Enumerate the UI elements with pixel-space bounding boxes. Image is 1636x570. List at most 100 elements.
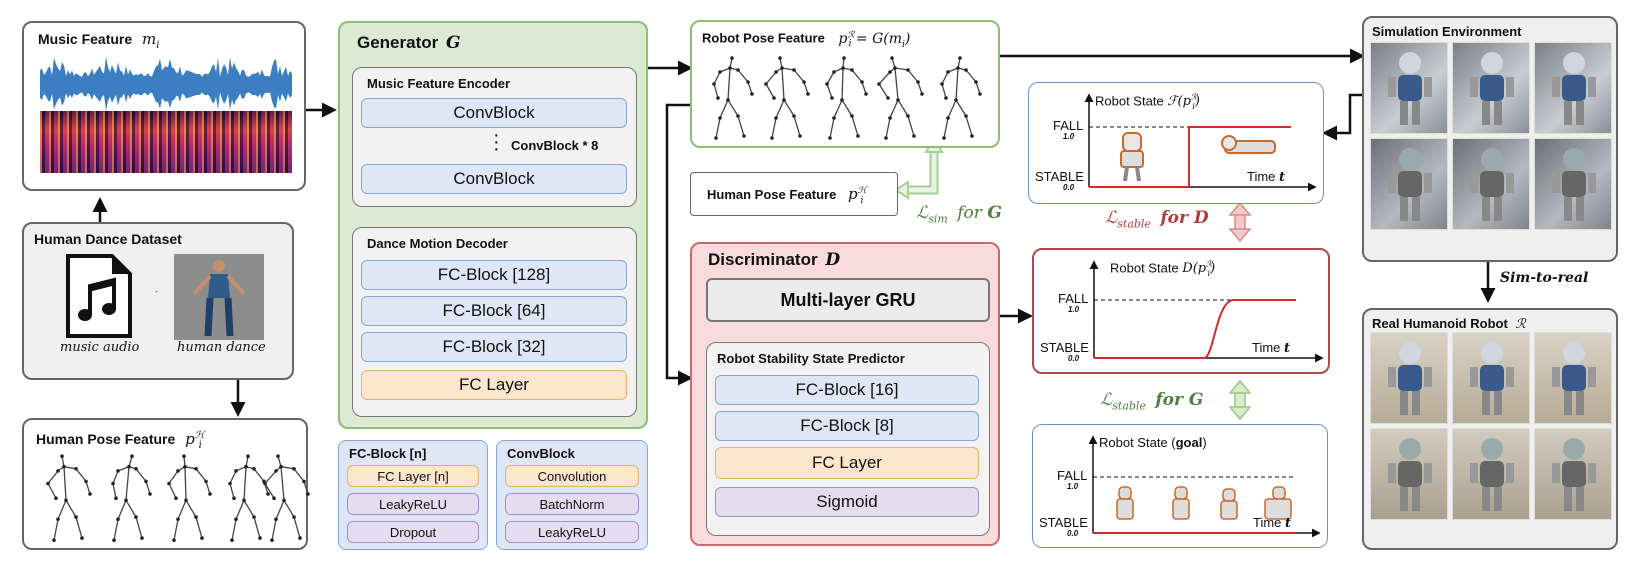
nao-robot-standing-icon: [1120, 132, 1144, 182]
human-figure-icon: [192, 260, 246, 337]
p3-time-text: Time: [1253, 515, 1282, 530]
robot-stability-predictor: Robot Stability State Predictor FC-Block…: [706, 342, 990, 536]
legend-conv-block: ConvBlock Convolution BatchNorm LeakyReL…: [496, 440, 648, 550]
human-pose-mid-panel: Human Pose Feature pℋi: [690, 172, 898, 216]
p3-t: t: [1285, 516, 1292, 531]
plot1-fall-val: 1.0: [1063, 132, 1075, 141]
music-sym: m: [142, 30, 157, 48]
simulation-title: Simulation Environment: [1372, 24, 1522, 39]
rp-eq: p: [838, 30, 848, 47]
stick-figure-icon: [167, 454, 212, 542]
p2-close: ): [1210, 261, 1216, 277]
sim-to-real-label: Sim-to-real: [1500, 270, 1589, 286]
robot-state-plot-disc: Robot State D(pℛi) FALL 1.0 STABLE 0.0 T…: [1032, 248, 1330, 374]
p3-close: ): [1202, 435, 1207, 450]
discriminator-symbol: D: [825, 250, 841, 270]
plot2-fall-val: 1.0: [1068, 305, 1080, 314]
lsg-sym: ℒ: [1100, 390, 1113, 410]
stick-figure-icon: [825, 56, 868, 140]
fc-block-8: FC-Block [8]: [715, 411, 979, 441]
music-audio-caption: music audio: [60, 340, 140, 355]
hp-bottom-sym: p: [185, 430, 195, 448]
generator-panel: Generator G Music Feature Encoder ConvBl…: [338, 21, 648, 429]
robot-icon: [1552, 148, 1596, 221]
robot-photo: [1370, 42, 1448, 134]
conv-repeat-label: ConvBlock * 8: [511, 138, 599, 153]
vertical-ellipsis-icon: ···: [493, 124, 500, 160]
p1-title-text: Robot State: [1095, 93, 1164, 109]
p3-goal: goal: [1175, 435, 1203, 450]
plot2-title: Robot State D(pℛi): [1110, 260, 1215, 278]
generator-symbol: G: [445, 33, 461, 53]
plot2-time: Time t: [1252, 340, 1290, 356]
loss-sim-sym: ℒ: [916, 203, 929, 223]
rp-sub: i: [848, 39, 852, 50]
legend-fc-title: FC-Block [n]: [349, 446, 427, 461]
robot-photo: [1452, 428, 1530, 520]
p2-sym: D(p: [1182, 261, 1207, 277]
conv-block-1: ConvBlock: [361, 98, 627, 128]
plot3-title: Robot State (goal): [1099, 435, 1207, 450]
encoder-title: Music Feature Encoder: [367, 76, 511, 91]
robot-icon: [1388, 148, 1432, 221]
robot-icon: [1470, 148, 1514, 221]
nao-robot-fallen-icon: [1221, 135, 1276, 154]
rp-rhs-sub: i: [902, 39, 905, 50]
music-feature-label: Music Feature: [38, 31, 133, 47]
stick-figure-icon: [228, 454, 270, 542]
robot-photo: [1534, 138, 1612, 230]
p1-sym-wrap: ℱ(pℛi): [1167, 93, 1200, 111]
robot-photo: [1452, 332, 1530, 424]
human-pose-bottom-panel: Human Pose Feature pℋi: [22, 418, 310, 550]
lsd-for: for: [1160, 208, 1188, 228]
fc-block-128: FC-Block [128]: [361, 260, 627, 290]
plot1-fall: FALL: [1053, 118, 1084, 133]
stick-figure-icon: [111, 454, 152, 542]
lsd-sub: stable: [1117, 217, 1151, 231]
legend-fc-item-1: LeakyReLU: [347, 493, 479, 515]
plot1-time: Time t: [1247, 169, 1285, 185]
plot3-axes: [1088, 435, 1321, 538]
robot-icon: [1552, 342, 1596, 415]
rp-rhs-end: ): [904, 30, 911, 47]
real-robot-title: Real Humanoid Robot ℛ: [1372, 316, 1526, 332]
stick-figure-icon: [940, 56, 982, 140]
predictor-title: Robot Stability State Predictor: [717, 351, 905, 366]
dance-motion-decoder: Dance Motion Decoder FC-Block [128] FC-B…: [352, 227, 637, 417]
legend-conv-item-1: BatchNorm: [505, 493, 639, 515]
music-feature-encoder: Music Feature Encoder ConvBlock ··· Conv…: [352, 67, 637, 207]
human-pose-skeletons: [46, 454, 310, 542]
human-pose-bottom-title: Human Pose Feature pℋi: [36, 430, 205, 451]
human-pose-mid-symbol: pℋi: [848, 185, 867, 206]
hp-bottom-sup: ℋ: [194, 430, 205, 441]
legend-fc-block: FC-Block [n] FC Layer [n] LeakyReLU Drop…: [338, 440, 488, 550]
p2-sup: ℛ: [1206, 260, 1213, 269]
p2-sym-wrap: D(pℛi): [1182, 260, 1216, 278]
robot-photo: [1370, 138, 1448, 230]
p1-time-text: Time: [1247, 169, 1276, 184]
robot-photo: [1534, 42, 1612, 134]
robot-icon: [1470, 342, 1514, 415]
hpm-sup: ℋ: [857, 186, 867, 196]
waveform-image: [40, 56, 292, 111]
loss-sim-label: ℒsim for G: [916, 203, 1002, 225]
robot-photo: [1370, 428, 1448, 520]
fc-block-16: FC-Block [16]: [715, 375, 979, 405]
robot-pose-equation: pℛi = G(mi): [838, 30, 911, 50]
p2-time-text: Time: [1252, 340, 1281, 355]
real-robot-symbol: ℛ: [1515, 317, 1526, 332]
plot2-fall: FALL: [1058, 291, 1089, 306]
real-humanoid-robot-panel: Real Humanoid Robot ℛ: [1362, 308, 1618, 550]
stick-figure-icon: [712, 56, 754, 140]
discriminator-title: Discriminator D: [708, 250, 840, 270]
music-file-icon: [66, 254, 132, 338]
legend-fc-item-0: FC Layer [n]: [347, 465, 479, 487]
p1-sub: i: [1192, 101, 1195, 111]
robot-state-plot-goal: Robot State (goal) FALL 1.0 STABLE 0.0 T…: [1032, 424, 1328, 548]
human-dance-caption: human dance: [177, 340, 266, 355]
plot2-stable: STABLE: [1040, 340, 1089, 355]
legend-conv-title: ConvBlock: [507, 446, 575, 461]
rp-sup: ℛ: [847, 30, 855, 40]
robot-icon: [1552, 438, 1596, 511]
